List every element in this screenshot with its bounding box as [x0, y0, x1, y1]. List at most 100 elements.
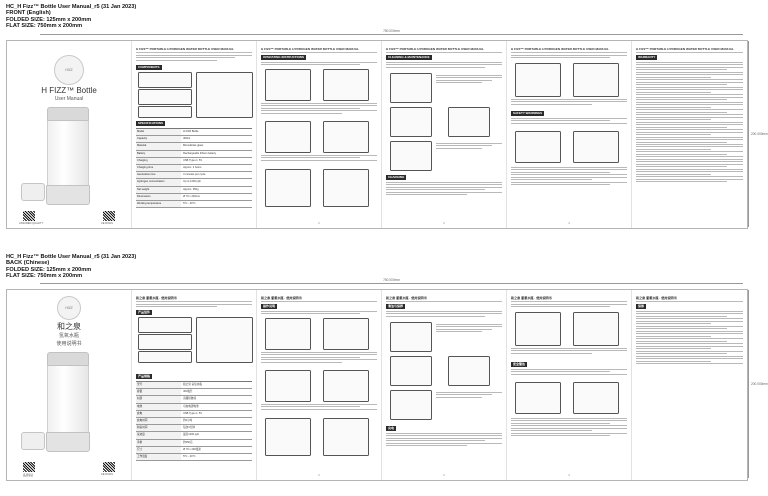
- specs-heading: SPECIFICATIONS: [136, 121, 165, 126]
- components-figure-cap: [138, 317, 192, 333]
- back-cleaning-panel: 和之泉 氢氧水瓶 · 使用说明书 清洁与保养 充电 3: [382, 290, 507, 480]
- front-warranty-panel: H FIZZ™ PORTABLE HYDROGEN WATER BOTTLE U…: [632, 41, 747, 228]
- step-6-figure: [323, 418, 369, 456]
- table-row: 制氢时间每次3分钟: [136, 425, 252, 433]
- step-6-figure: [323, 169, 369, 207]
- brand-name: 和之泉: [57, 322, 81, 331]
- bottle-base: [46, 185, 90, 205]
- warranty-heading: WARRANTY: [636, 55, 658, 60]
- front-charging-panel: H FIZZ™ PORTABLE HYDROGEN WATER BOTTLE U…: [507, 41, 632, 228]
- components-figure-base: [138, 106, 192, 118]
- quality-mark-caption: 品质保证: [23, 474, 34, 477]
- components-figure-body: [138, 89, 192, 105]
- cleaning-figure-2: [390, 356, 432, 386]
- instructions-heading: OPERATING INSTRUCTIONS: [261, 55, 306, 60]
- components-heading: COMPONENTS: [136, 65, 162, 70]
- charging-base-illustration: [21, 432, 45, 450]
- back-height-dimension: 200.000mm: [748, 290, 768, 478]
- warning-figure-2: [573, 382, 619, 414]
- step-1-figure: [265, 69, 311, 101]
- warranty-heading: 保修: [636, 304, 647, 309]
- brand-name: H FIZZ™ Bottle: [41, 86, 97, 95]
- table-row: 氢浓度最高1200 ppb: [136, 432, 252, 440]
- bottle-cap: [47, 352, 89, 366]
- cleaning-figure-2: [390, 107, 432, 137]
- bottle-illustration: [46, 352, 90, 452]
- front-header: HC_H Fizz™ Bottle User Manual_r5 (31 Jan…: [6, 4, 136, 30]
- back-components-panel: 和之泉 氢氧水瓶 · 使用说明书 产品组件 产品规格 型号和之泉 氢氧水瓶 容量…: [132, 290, 257, 480]
- quality-mark-icon: [23, 211, 35, 221]
- bottle-base: [46, 432, 90, 452]
- step-3-figure: [265, 370, 311, 402]
- step-1-figure: [265, 318, 311, 350]
- panel-title: 和之泉 氢氧水瓶 · 使用说明书: [636, 295, 743, 302]
- certification-mark-icon: [103, 462, 115, 472]
- components-figure-cap: [138, 72, 192, 88]
- page-number: 4: [568, 221, 570, 225]
- back-cover-panel: HIZZ 和之泉 氢氧水瓶 使用说明书 品质保证 CE ROHS: [7, 290, 132, 480]
- charging-figure-1: [515, 312, 561, 346]
- page-number: 2: [318, 221, 320, 225]
- charging-base-illustration: [21, 183, 45, 201]
- back-folded-size: FOLDED SIZE: 125mm x 200mm: [6, 266, 92, 273]
- cleaning-figure-1: [390, 73, 432, 103]
- step-4-figure: [323, 370, 369, 402]
- back-sheet: HIZZ 和之泉 氢氧水瓶 使用说明书 品质保证 CE ROHS 和之泉 氢氧水…: [6, 289, 748, 481]
- manual-subtitle: User Manual: [54, 96, 84, 102]
- back-charging-panel: 和之泉 氢氧水瓶 · 使用说明书 安全警告 4: [507, 290, 632, 480]
- panel-title: H FIZZ™ PORTABLE HYDROGEN WATER BOTTLE U…: [261, 46, 377, 53]
- certification-mark-icon: [103, 211, 115, 221]
- manual-subtitle: 氢氧水瓶: [58, 333, 79, 339]
- brand-logo: HIZZ: [54, 55, 84, 85]
- front-title: HC_H Fizz™ Bottle User Manual_r5 (31 Jan…: [6, 4, 137, 10]
- front-width-dimension: 750.000mm: [40, 29, 743, 35]
- specs-heading: 产品规格: [136, 374, 153, 379]
- warnings-heading: SAFETY WARNINGS: [511, 111, 545, 116]
- cleaning-figure-4: [390, 141, 432, 171]
- panel-title: H FIZZ™ PORTABLE HYDROGEN WATER BOTTLE U…: [386, 46, 502, 53]
- cleaning-figure-3: [448, 107, 490, 137]
- instructions-heading: 操作说明: [261, 304, 278, 309]
- warning-figure-2: [573, 131, 619, 163]
- back-flat-size: FLAT SIZE: 750mm x 200mm: [6, 273, 83, 280]
- front-instructions-panel: H FIZZ™ PORTABLE HYDROGEN WATER BOTTLE U…: [257, 41, 382, 228]
- panel-title: H FIZZ™ PORTABLE HYDROGEN WATER BOTTLE U…: [636, 46, 743, 53]
- panel-title: 和之泉 氢氧水瓶 · 使用说明书: [511, 295, 627, 302]
- page-number: 2: [318, 473, 320, 477]
- step-2-figure: [323, 69, 369, 101]
- bottle-cap: [47, 107, 89, 121]
- step-4-figure: [323, 121, 369, 153]
- bottle-parts-figure: [196, 72, 253, 118]
- back-width-dimension: 750.000mm: [40, 278, 743, 284]
- page-number: 3: [443, 221, 445, 225]
- panel-title: H FIZZ™ PORTABLE HYDROGEN WATER BOTTLE U…: [136, 46, 252, 53]
- components-heading: 产品组件: [136, 310, 153, 315]
- front-folded-size: FOLDED SIZE: 125mm x 200mm: [6, 16, 92, 23]
- front-cover-panel: HIZZ H FIZZ™ Bottle User Manual ASSURED …: [7, 41, 132, 228]
- charging-figure-2: [573, 63, 619, 97]
- charging-heading: 充电: [386, 426, 397, 431]
- quality-mark-caption: ASSURED QUALITY: [19, 222, 44, 225]
- table-row: 材质高硼硅玻璃: [136, 396, 252, 404]
- table-row: 型号和之泉 氢氧水瓶: [136, 382, 252, 390]
- cleaning-heading: 清洁与保养: [386, 304, 406, 309]
- front-height-dimension: 200.000mm: [748, 41, 768, 227]
- front-cleaning-panel: H FIZZ™ PORTABLE HYDROGEN WATER BOTTLE U…: [382, 41, 507, 228]
- warning-figure-1: [515, 382, 561, 414]
